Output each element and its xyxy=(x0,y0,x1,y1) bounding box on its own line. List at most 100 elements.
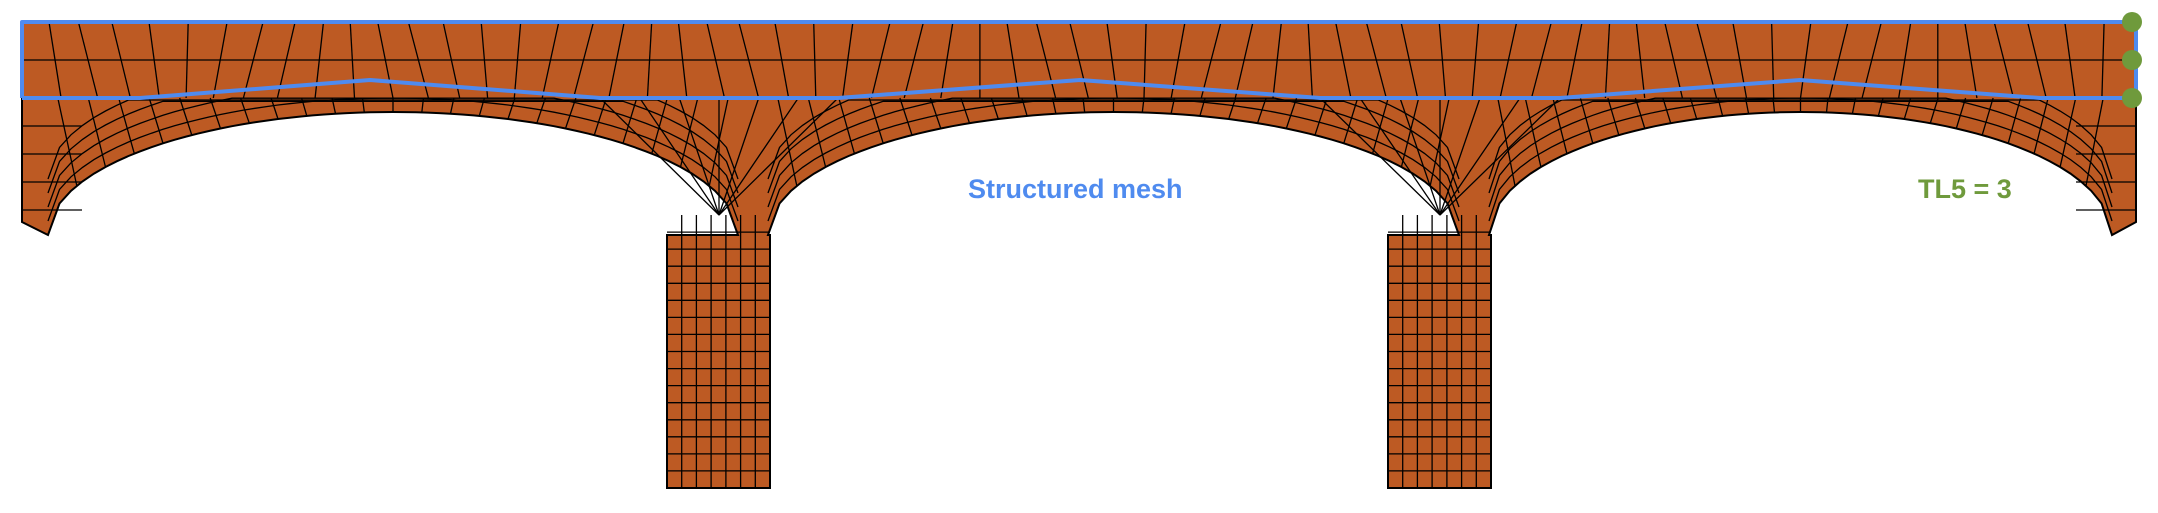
arch-radial-line xyxy=(87,97,107,168)
haunch-tri-line xyxy=(1439,97,1481,216)
arch-radial-line xyxy=(361,97,365,113)
deck-column-line xyxy=(1307,21,1314,99)
arch-radial-line xyxy=(1400,97,1420,168)
deck-column-line xyxy=(1272,21,1283,99)
arch-radial-line xyxy=(478,97,486,117)
deck-column-line xyxy=(77,21,99,99)
haunch-tri-line xyxy=(678,97,720,216)
arch-radial-line xyxy=(449,97,455,114)
structure-body xyxy=(21,21,2137,489)
deck-column-line xyxy=(1200,21,1222,99)
arch-radial-line xyxy=(331,97,337,114)
deck-column-line xyxy=(2026,21,2047,99)
arch-radial-line xyxy=(1051,97,1057,114)
deck-column-line xyxy=(738,21,760,99)
arch-radial-line xyxy=(929,97,942,129)
haunch-tri-line xyxy=(1439,97,1521,216)
arch-radial-line xyxy=(1199,97,1206,117)
deck-column-line xyxy=(513,21,522,99)
deck-column-line xyxy=(349,21,356,99)
tl5-node xyxy=(2122,12,2142,32)
deck-column-line xyxy=(572,21,595,99)
tl5-node xyxy=(2122,88,2142,108)
arch-radial-line xyxy=(1689,97,1698,120)
haunch-tri-line xyxy=(1399,97,1441,216)
deck-column-line xyxy=(1770,21,1775,99)
deck-column-line xyxy=(111,21,132,99)
arch-radial-line xyxy=(1825,97,1829,113)
deck-column-line xyxy=(1799,21,1812,99)
arch-radial-line xyxy=(1772,97,1776,113)
deck-column-line xyxy=(1664,21,1684,99)
arch-radial-line xyxy=(179,97,193,136)
deck-column-line xyxy=(242,21,264,99)
arch-radial-line xyxy=(564,97,577,129)
arch-radial-line xyxy=(209,97,222,129)
arch-radial-line xyxy=(1717,97,1724,117)
deck-column-line xyxy=(1234,21,1254,99)
arch-radial-line xyxy=(990,97,999,120)
arch-radial-line xyxy=(57,97,78,186)
arch-radial-line xyxy=(807,97,827,168)
haunch-tri-line xyxy=(1439,97,1561,216)
arch-radial-line xyxy=(300,97,308,117)
deck-column-line xyxy=(1964,21,1978,99)
arch-radial-line xyxy=(270,97,279,120)
arch-radial-line xyxy=(2033,97,2049,154)
arch-radial-line xyxy=(838,97,856,154)
arch-radial-line xyxy=(1634,97,1646,129)
arch-radial-line xyxy=(2085,97,2104,186)
arch-radial-line xyxy=(1929,97,1939,124)
arch-radial-line xyxy=(622,97,638,144)
deck-column-line xyxy=(1828,21,1849,99)
deck-column-line xyxy=(48,21,62,99)
arch-radial-line xyxy=(1955,97,1967,129)
arch-radial-line xyxy=(1981,97,1994,136)
arch-radial-line xyxy=(1552,97,1568,154)
deck-column-line xyxy=(1499,21,1518,99)
deck-column-line xyxy=(1898,21,1912,99)
haunch-tri-line xyxy=(1319,97,1441,216)
tl5-node xyxy=(2122,50,2142,70)
arch-radial-line xyxy=(899,97,913,136)
deck-column-line xyxy=(813,21,817,99)
deck-column-line xyxy=(1106,21,1118,99)
arch-radial-line xyxy=(1497,97,1516,186)
arch-radial-line xyxy=(960,97,971,124)
deck-column-line xyxy=(1035,21,1057,99)
arch-radial-line xyxy=(507,97,516,120)
arch-radial-line xyxy=(1903,97,1912,120)
arch-radial-line xyxy=(1343,97,1359,144)
deck-column-line xyxy=(870,21,891,99)
deck-column-line xyxy=(1604,21,1611,99)
deck-column-line xyxy=(148,21,160,99)
arch-radial-line xyxy=(2059,97,2077,168)
arch-radial-line xyxy=(1371,97,1389,154)
arch-radial-line xyxy=(421,97,425,113)
arch-radial-line xyxy=(1662,97,1672,124)
tl5-label: TL5 = 3 xyxy=(1918,174,2012,204)
deck-column-line xyxy=(212,21,228,99)
deck-column-line xyxy=(608,21,625,99)
arch-radial-line xyxy=(1579,97,1594,144)
arch-radial-line xyxy=(118,97,135,154)
deck-column-line xyxy=(677,21,688,99)
deck-column-line xyxy=(1334,21,1352,99)
arch-radial-line xyxy=(1082,97,1086,113)
arch-radial-line xyxy=(1021,97,1028,117)
arch-radial-line xyxy=(1228,97,1237,120)
haunch-tri-line xyxy=(599,97,720,216)
deck-column-line xyxy=(1400,21,1419,99)
deck-column-line xyxy=(1365,21,1387,99)
deck-column-line xyxy=(774,21,790,99)
deck-column-line xyxy=(1993,21,2015,99)
haunch-tri-line xyxy=(718,97,839,216)
deck-column-line xyxy=(480,21,489,99)
deck-column-line xyxy=(903,21,925,99)
arch-radial-line xyxy=(239,97,250,124)
arch-radial-line xyxy=(1524,97,1542,168)
deck-column-line xyxy=(377,21,394,99)
haunch-tri-line xyxy=(718,97,760,216)
